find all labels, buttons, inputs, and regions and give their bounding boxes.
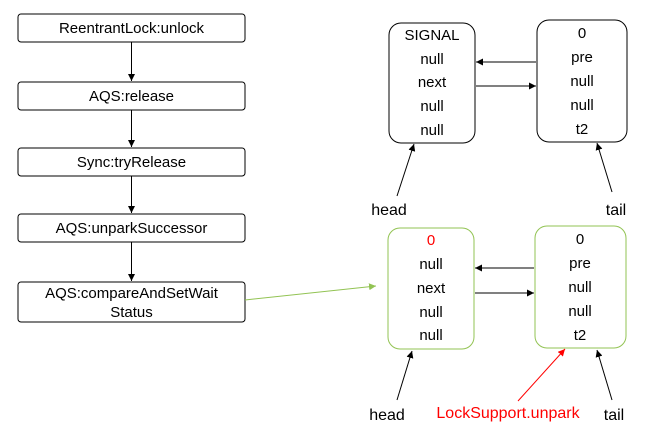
before-tail-field-next: null [570,73,593,90]
after-tail-pointer-arrow [595,349,613,401]
before-tail-label: tail [606,202,626,219]
before-head-field-prev: null [420,51,443,68]
flow-step-cas-label-line2: Status [110,304,153,321]
after-head-field-waitstatus: 0 [427,232,435,249]
after-head-node: 0 null next null null [387,227,475,350]
flow-step-cas-label-line1: AQS:compareAndSetWait [45,285,219,302]
flow-step-unlock-label: ReentrantLock:unlock [59,20,205,37]
after-tail-field-next: null [568,279,591,296]
before-head-pointer-arrow [396,143,416,197]
after-head-pointer-arrow [396,350,414,401]
before-tail-field-thread: t2 [576,121,589,138]
after-head-field-nextwaiter: null [419,327,442,344]
after-tail-field-prev: pre [569,255,591,272]
before-tail-pointer-arrow [595,142,613,193]
before-head-label: head [371,202,407,219]
before-tail-field-waitstatus: 0 [578,25,586,42]
unpark-label: LockSupport.unpark [436,405,580,422]
before-tail-field-prev: pre [571,49,593,66]
before-head-field-thread: null [420,98,443,115]
before-head-field-next: next [418,74,447,91]
after-head-label: head [369,407,405,424]
flow-step-unlock: ReentrantLock:unlock [17,13,246,43]
after-head-field-thread: null [419,304,442,321]
flow-step-release: AQS:release [17,81,246,111]
before-tail-field-nextwaiter: null [570,97,593,114]
flow-step-compareandsetwaitstatus: AQS:compareAndSetWait Status [17,281,246,323]
after-head-field-prev: null [419,256,442,273]
after-tail-field-thread: t2 [574,327,587,344]
after-tail-field-waitstatus: 0 [576,231,584,248]
before-tail-node: 0 pre null null t2 [536,19,628,143]
after-tail-node: 0 pre null null t2 [534,225,627,349]
flow-step-unparksuccessor: AQS:unparkSuccessor [17,213,246,243]
flow-step-tryrelease: Sync:tryRelease [17,147,246,177]
before-head-field-waitstatus: SIGNAL [404,27,459,44]
before-head-node: SIGNAL null next null null [388,22,476,144]
after-tail-field-nextwaiter: null [568,303,591,320]
cas-to-node-arrow [244,283,377,301]
unpark-arrow [517,348,566,402]
after-tail-label: tail [604,407,624,424]
flow-step-tryrelease-label: Sync:tryRelease [77,154,186,171]
flow-step-release-label: AQS:release [89,88,174,105]
after-head-field-next: next [417,280,446,297]
flow-step-unparksuccessor-label: AQS:unparkSuccessor [56,220,208,237]
before-head-field-nextwaiter: null [420,122,443,139]
